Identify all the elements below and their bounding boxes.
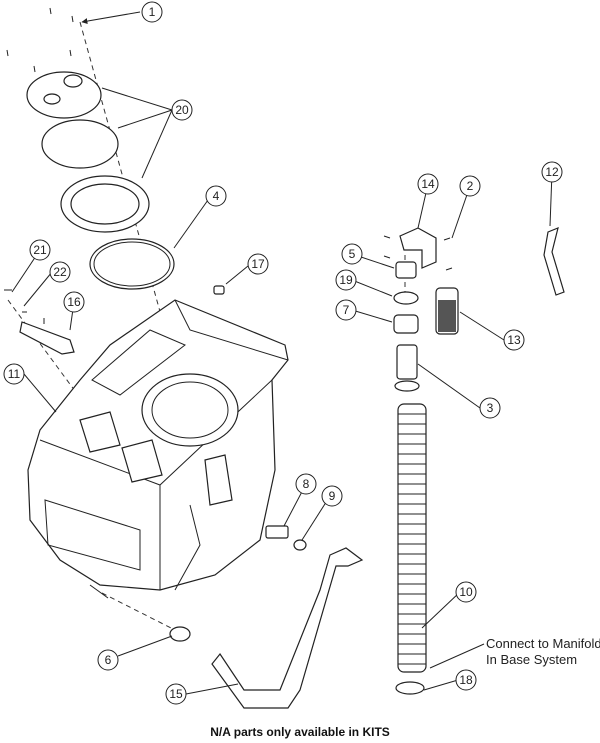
svg-text:15: 15 [169, 687, 183, 701]
callout-9: 9 [321, 485, 343, 507]
screw-set [6, 7, 74, 73]
svg-text:8: 8 [303, 477, 310, 491]
lid-ring [60, 175, 150, 233]
svg-text:7: 7 [343, 303, 350, 317]
callout-19: 19 [335, 269, 357, 291]
callout-5: 5 [341, 243, 363, 265]
drain-hose [211, 547, 364, 709]
callout-21: 21 [29, 239, 51, 261]
svg-text:20: 20 [175, 103, 189, 117]
svg-text:19: 19 [339, 273, 353, 287]
svg-text:21: 21 [33, 243, 47, 257]
cap [213, 285, 225, 295]
callout-2: 2 [459, 175, 481, 197]
callout-3: 3 [479, 397, 501, 419]
fitting-8 [265, 525, 289, 539]
tank-seal [89, 238, 175, 290]
svg-text:14: 14 [421, 177, 435, 191]
elbow-fitting [399, 227, 437, 269]
callout-20: 20 [171, 99, 193, 121]
callout-7: 7 [335, 299, 357, 321]
callout-13: 13 [503, 329, 525, 351]
tank-lid [26, 71, 102, 119]
callout-17: 17 [247, 253, 269, 275]
lid-gasket [41, 119, 119, 169]
svg-text:5: 5 [349, 247, 356, 261]
coupler-7 [393, 314, 419, 334]
hose-clamp-top [394, 380, 420, 392]
corrugated-hose [397, 403, 427, 673]
o-ring-9 [293, 539, 307, 551]
callout-4: 4 [205, 185, 227, 207]
svg-text:9: 9 [329, 489, 336, 503]
svg-text:3: 3 [487, 401, 494, 415]
elbow-screws [383, 235, 453, 271]
callout-14: 14 [417, 173, 439, 195]
hose-clamp-bottom [395, 681, 425, 695]
svg-text:12: 12 [545, 165, 559, 179]
svg-text:13: 13 [507, 333, 521, 347]
svg-text:17: 17 [251, 257, 265, 271]
pipe-3 [396, 344, 418, 380]
o-ring-19 [393, 291, 419, 305]
svg-text:22: 22 [53, 265, 67, 279]
svg-text:4: 4 [213, 189, 220, 203]
svg-text:10: 10 [459, 585, 473, 599]
callout-bubbles: 1 20 4 21 22 16 17 11 14 2 12 5 19 7 13 … [3, 1, 563, 705]
callout-16: 16 [63, 291, 85, 313]
svg-text:1: 1 [149, 5, 156, 19]
footer-note: N/A parts only available in KITS [210, 725, 390, 739]
manifold-note-line1: Connect to Manifold [486, 636, 600, 651]
bracket-hardware [4, 289, 75, 355]
callout-12: 12 [541, 161, 563, 183]
svg-text:2: 2 [467, 179, 474, 193]
plug-6 [169, 626, 191, 642]
fitting-5 [395, 261, 417, 279]
svg-text:16: 16 [67, 295, 81, 309]
callout-22: 22 [49, 261, 71, 283]
callout-6: 6 [97, 649, 119, 671]
callout-15: 15 [165, 683, 187, 705]
callout-18: 18 [455, 669, 477, 691]
svg-text:11: 11 [8, 367, 21, 381]
callout-10: 10 [455, 581, 477, 603]
svg-text:6: 6 [105, 653, 112, 667]
svg-text:18: 18 [459, 673, 473, 687]
solution-tank [27, 299, 289, 599]
callout-11: 11 [3, 363, 25, 385]
rod-12 [543, 227, 565, 296]
callout-8: 8 [295, 473, 317, 495]
manifold-note-line2: In Base System [486, 652, 577, 667]
strainer [435, 287, 459, 335]
callout-1: 1 [141, 1, 163, 23]
leader-lines [11, 11, 553, 695]
